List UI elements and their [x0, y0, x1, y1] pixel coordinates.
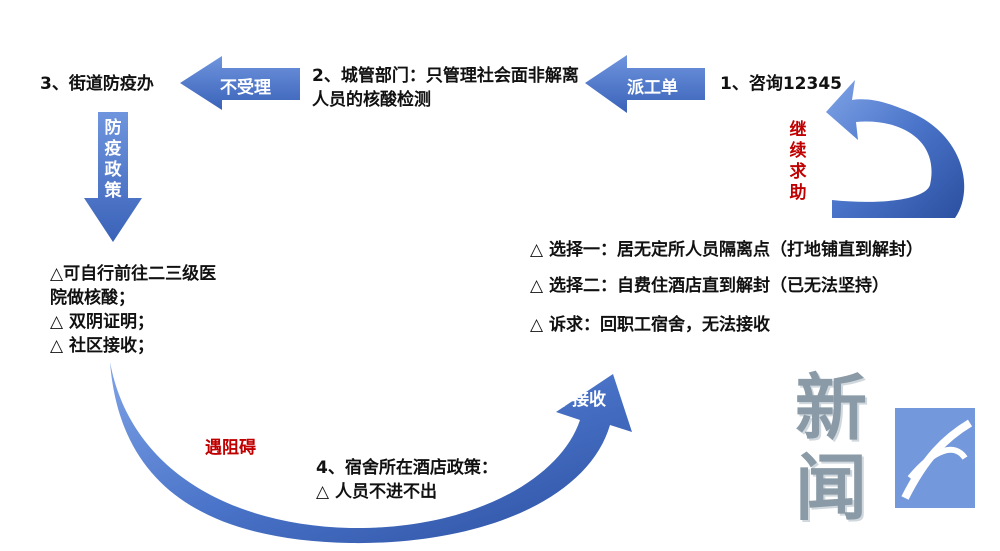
reject-label: 不受理	[220, 78, 271, 98]
policy-item: △可自行前往二三级医院做核酸；	[50, 264, 217, 308]
reject-arrow	[180, 56, 300, 110]
option-item: △ 选择一：居无定所人员隔离点（打地铺直到解封）	[530, 240, 923, 260]
step3-node: 3、街道防疫办	[40, 74, 154, 94]
keep-seeking-label: 继续求助	[788, 120, 808, 204]
policy-label: 防疫政策	[103, 118, 123, 202]
policy-arrow	[84, 112, 142, 242]
step1-node: 1、咨询12345	[720, 74, 842, 94]
dispatch-label: 派工单	[627, 78, 678, 98]
policy-item: △ 社区接收；	[50, 336, 154, 356]
loop-curve-arrow	[826, 80, 965, 218]
option-item: △ 选择二：自费住酒店直到解封（已无法坚持）	[530, 276, 889, 296]
policy-label-text: 防疫政策	[104, 118, 122, 201]
blocked-label: 遇阻碍	[205, 438, 256, 458]
bottom-curve-arrow	[110, 362, 632, 544]
keep-seeking-text: 继续求助	[789, 120, 807, 203]
dispatch-arrow	[585, 55, 705, 113]
option-item: △ 诉求：回职工宿舍，无法接收	[530, 315, 770, 335]
not-accept-label: 不接收	[555, 390, 606, 410]
policy-list: △可自行前往二三级医院做核酸； △ 双阴证明； △ 社区接收；	[50, 262, 220, 358]
news-logo: 新闻	[795, 368, 995, 543]
policy-item: △ 双阴证明；	[50, 312, 154, 332]
logo-mark-icon	[895, 408, 975, 508]
step4-item: △ 人员不进不出	[316, 482, 437, 502]
step4-title: 4、宿舍所在酒店政策：	[316, 458, 498, 478]
logo-text: 新闻	[795, 365, 868, 530]
step2-node: 2、城管部门：只管理社会面非解离人员的核酸检测	[312, 66, 579, 110]
